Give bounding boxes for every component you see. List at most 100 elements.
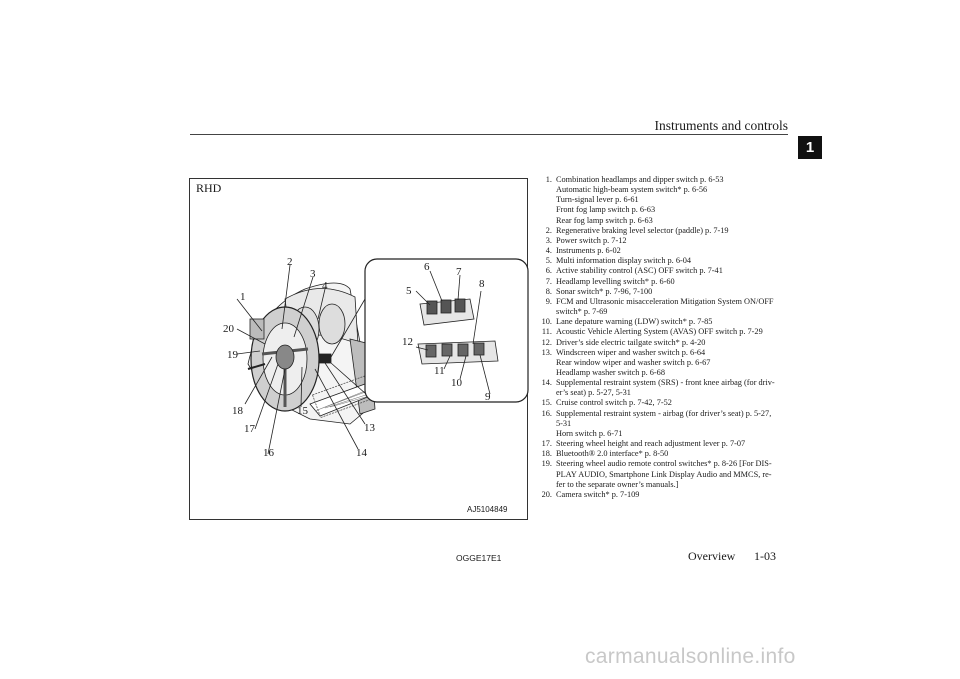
callout-12: 12 (402, 336, 413, 348)
item-number: 4. (545, 246, 552, 256)
item-text: FCM and Ultrasonic misacceleration Mitig… (556, 297, 790, 317)
list-item: 11.Acoustic Vehicle Alerting System (AVA… (530, 327, 790, 337)
item-number: 14. (541, 378, 552, 388)
item-text: Windscreen wiper and washer switch p. 6-… (556, 348, 790, 378)
item-line: Lane depature warning (LDW) switch* p. 7… (556, 317, 713, 327)
item-line: Regenerative braking level selector (pad… (556, 225, 729, 235)
item-text: Camera switch* p. 7-109 (556, 490, 790, 500)
callout-8: 8 (479, 278, 485, 290)
item-number: 9. (545, 296, 552, 306)
list-item: 18. Bluetooth® 2.0 interface* p. 8-50 (530, 449, 790, 459)
callout-17: 17 (244, 423, 255, 435)
item-line: Instruments p. 6-02 (556, 246, 621, 256)
callout-2: 2 (287, 256, 293, 268)
chapter-tab: 1 (798, 136, 822, 159)
item-line: er’s seat) p. 5-27, 5-31 (556, 388, 631, 398)
item-line: Turn-signal lever p. 6-61 (556, 195, 639, 205)
item-list: 1. Combination headlamps and dipper switc… (530, 175, 790, 500)
item-text: Sonar switch* p. 7-96, 7-100 (556, 287, 790, 297)
callout-3: 3 (310, 268, 316, 280)
item-text: Cruise control switch p. 7-42, 7-52 (556, 398, 790, 408)
dashboard-illustration (236, 258, 529, 455)
list-item: 14. Supplemental restraint system (SRS) -… (530, 378, 790, 398)
callout-19: 19 (227, 349, 238, 361)
item-text: Steering wheel height and reach adjustme… (556, 439, 790, 449)
item-number: 10. (541, 317, 552, 327)
item-text: Combination headlamps and dipper switch … (556, 175, 790, 226)
item-number: 13. (541, 347, 552, 357)
list-item: 2. Regenerative braking level selector (p… (530, 226, 790, 236)
callout-5: 5 (406, 285, 412, 297)
list-item: 10. Lane depature warning (LDW) switch* p… (530, 317, 790, 327)
item-line: Combination headlamps and dipper switch … (556, 175, 724, 184)
item-line: Horn switch p. 6-71 (556, 428, 623, 438)
item-number: 3. (545, 235, 552, 245)
item-number: 20. (541, 489, 552, 499)
list-item: 16. Supplemental restraint system - airba… (530, 409, 790, 439)
list-item: 3.Power switch p. 7-12 (530, 236, 790, 246)
footer-page-number: 1-03 (754, 549, 776, 563)
callout-4: 4 (322, 280, 328, 292)
item-line: Bluetooth® 2.0 interface* p. 8-50 (556, 449, 669, 459)
callout-15: 15 (297, 405, 308, 417)
list-item: 13. Windscreen wiper and washer switch p.… (530, 348, 790, 378)
page-header-title: Instruments and controls (654, 118, 788, 133)
watermark: carmanualsonline.info (585, 645, 796, 668)
item-line: Cruise control switch p. 7-42, 7-52 (556, 398, 672, 408)
item-number: 7. (545, 276, 552, 286)
item-text: Active stability control (ASC) OFF switc… (556, 266, 790, 276)
list-item: 1. Combination headlamps and dipper switc… (530, 175, 790, 226)
list-item: 17. Steering wheel height and reach adjus… (530, 439, 790, 449)
item-number: 12. (541, 337, 552, 347)
item-line: Multi information display switch p. 6-04 (556, 256, 692, 266)
item-text: Bluetooth® 2.0 interface* p. 8-50 (556, 449, 790, 459)
item-line: 5-31 (556, 418, 572, 428)
item-line: Steering wheel audio remote control swit… (556, 459, 772, 469)
item-text: Lane depature warning (LDW) switch* p. 7… (556, 317, 790, 327)
item-line: Camera switch* p. 7-109 (556, 489, 640, 499)
list-item: 8. Sonar switch* p. 7-96, 7-100 (530, 287, 790, 297)
item-number: 6. (545, 266, 552, 276)
callout-1: 1 (240, 291, 246, 303)
item-number: 17. (541, 439, 552, 449)
item-line: Front fog lamp switch p. 6-63 (556, 205, 656, 215)
item-number: 16. (541, 408, 552, 418)
figure-code: AJ5104849 (467, 505, 508, 514)
item-line: Acoustic Vehicle Alerting System (AVAS) … (556, 327, 763, 337)
item-text: Regenerative braking level selector (pad… (556, 226, 790, 236)
item-text: Multi information display switch p. 6-04 (556, 256, 790, 266)
item-line: Supplemental restraint system (SRS) - fr… (556, 378, 775, 388)
item-line: Windscreen wiper and washer switch p. 6-… (556, 347, 706, 357)
item-text: Supplemental restraint system - airbag (… (556, 409, 790, 439)
header-rule (190, 134, 788, 135)
list-item: 6. Active stability control (ASC) OFF swi… (530, 266, 790, 276)
item-number: 19. (541, 459, 552, 469)
item-line: PLAY AUDIO, Smartphone Link Display Audi… (556, 469, 772, 479)
item-line: Automatic high-beam system switch* p. 6-… (556, 185, 708, 195)
callout-6: 6 (424, 261, 430, 273)
item-line: Steering wheel height and reach adjustme… (556, 439, 746, 449)
callout-18: 18 (232, 405, 243, 417)
callout-7: 7 (456, 266, 462, 278)
item-line: Active stability control (ASC) OFF switc… (556, 266, 723, 276)
item-number: 18. (541, 449, 552, 459)
list-item: 4. Instruments p. 6-02 (530, 246, 790, 256)
list-item: 12. Driver’s side electric tailgate switc… (530, 338, 790, 348)
item-line: FCM and Ultrasonic misacceleration Mitig… (556, 296, 774, 306)
item-text: Steering wheel audio remote control swit… (556, 459, 790, 489)
callout-10: 10 (451, 377, 462, 389)
list-item: 15.Cruise control switch p. 7-42, 7-52 (530, 398, 790, 408)
figure-label: RHD (196, 181, 222, 195)
item-number: 8. (545, 286, 552, 296)
list-item: 9. FCM and Ultrasonic misacceleration Mit… (530, 297, 790, 317)
item-line: Headlamp levelling switch* p. 6-60 (556, 276, 675, 286)
list-item: 7. Headlamp levelling switch* p. 6-60 (530, 277, 790, 287)
item-number: 2. (545, 225, 552, 235)
footer-section: Overview (688, 549, 736, 563)
item-text: Acoustic Vehicle Alerting System (AVAS) … (556, 327, 790, 337)
callout-20: 20 (223, 323, 234, 335)
item-number: 1. (545, 175, 552, 184)
item-line: Supplemental restraint system - airbag (… (556, 408, 772, 418)
item-text: Driver’s side electric tailgate switch* … (556, 338, 790, 348)
item-text: Instruments p. 6-02 (556, 246, 790, 256)
